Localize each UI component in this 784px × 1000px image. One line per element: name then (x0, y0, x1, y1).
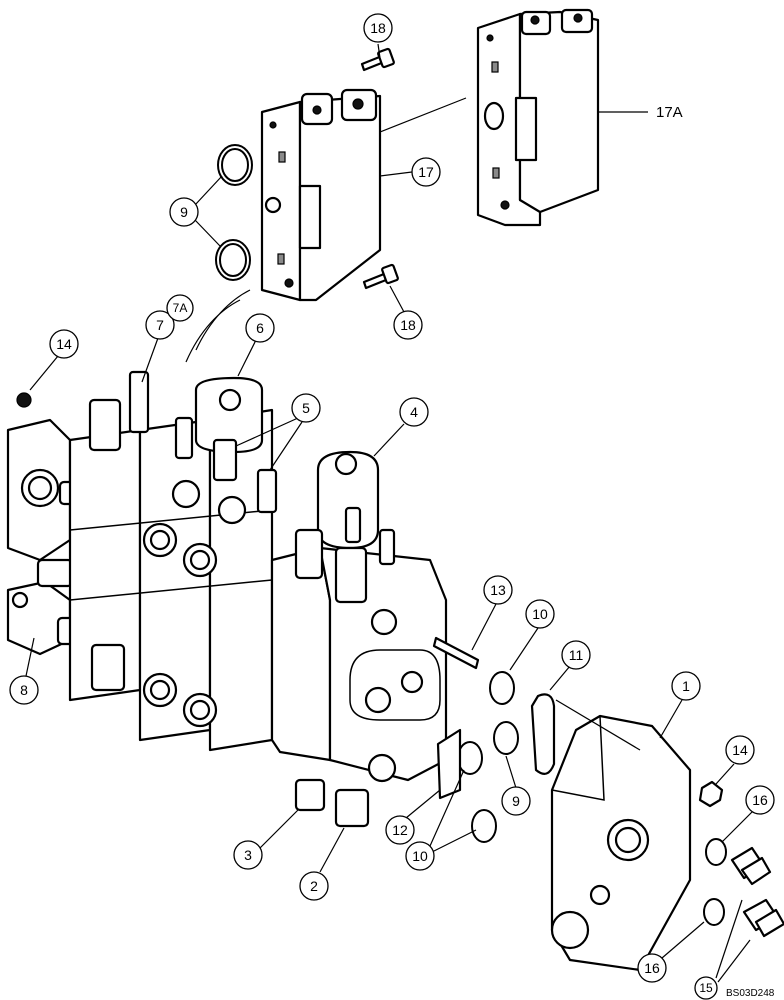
svg-text:12: 12 (392, 822, 408, 838)
svg-text:11: 11 (569, 647, 584, 663)
callout-11: 11 (549, 640, 591, 691)
svg-text:2: 2 (310, 878, 318, 894)
end-cover-1 (550, 699, 692, 972)
callout-3: 3 (233, 809, 299, 870)
gasket-11 (530, 693, 556, 775)
svg-text:14: 14 (732, 742, 748, 758)
svg-text:9: 9 (180, 204, 188, 220)
part-18-screw-bottom (362, 263, 399, 290)
gasket-12 (436, 728, 462, 800)
callout-5: 5 (235, 393, 321, 471)
callout-2: 2 (299, 827, 345, 901)
o-rings-16 (703, 838, 727, 926)
part-17-drawing (185, 88, 382, 363)
callout-10-bottom: 10 (405, 769, 477, 871)
callout-14-right: 14 (715, 735, 755, 785)
o-rings-10 (457, 671, 519, 843)
callout-1: 1 (659, 671, 701, 739)
callout-15: 15 (694, 899, 751, 1000)
callout-9-lower: 9 (501, 755, 531, 816)
callout-16-bottom: 16 (637, 921, 705, 983)
drawing-code: BS03D248 (726, 988, 775, 999)
callout-12: 12 (385, 789, 441, 845)
svg-text:14: 14 (56, 336, 72, 352)
callout-4: 4 (373, 397, 429, 457)
svg-text:16: 16 (644, 960, 660, 976)
callout-13: 13 (471, 575, 513, 651)
svg-text:3: 3 (244, 847, 252, 863)
main-valve-assembly (6, 370, 480, 828)
plugs-15 (730, 846, 784, 938)
part-17a-drawing (379, 8, 600, 227)
svg-text:5: 5 (302, 400, 310, 416)
svg-text:13: 13 (490, 582, 506, 598)
callout-14-left: 14 (29, 329, 79, 391)
callout-8: 8 (9, 637, 39, 705)
svg-text:8: 8 (20, 682, 28, 698)
callout-17: 17 (379, 157, 441, 187)
callout-7: 7 (141, 310, 175, 383)
svg-text:16: 16 (752, 792, 768, 808)
callout-10-top: 10 (509, 599, 555, 671)
svg-text:9: 9 (512, 793, 520, 809)
svg-text:4: 4 (410, 404, 418, 420)
svg-text:18: 18 (370, 20, 386, 36)
callout-16-top: 16 (721, 785, 775, 843)
svg-text:15: 15 (699, 981, 713, 995)
callout-9-upper: 9 (169, 175, 223, 247)
o-rings-9-upper (215, 144, 253, 281)
callout-18-top: 18 (363, 13, 393, 59)
svg-text:18: 18 (400, 317, 416, 333)
callout-6: 6 (237, 313, 275, 377)
callout-7a: 7A (166, 294, 194, 322)
svg-text:7A: 7A (173, 301, 188, 315)
svg-text:10: 10 (412, 848, 428, 864)
svg-text:7: 7 (156, 317, 164, 333)
callout-17a: 17A (598, 104, 683, 121)
svg-text:10: 10 (532, 606, 548, 622)
svg-text:1: 1 (682, 678, 690, 694)
svg-text:6: 6 (256, 320, 264, 336)
nut-14-right (698, 780, 724, 808)
svg-text:17A: 17A (656, 104, 683, 121)
part-18-screw-top (360, 47, 395, 72)
callout-18-bottom: 18 (389, 285, 423, 340)
svg-text:17: 17 (418, 164, 434, 180)
